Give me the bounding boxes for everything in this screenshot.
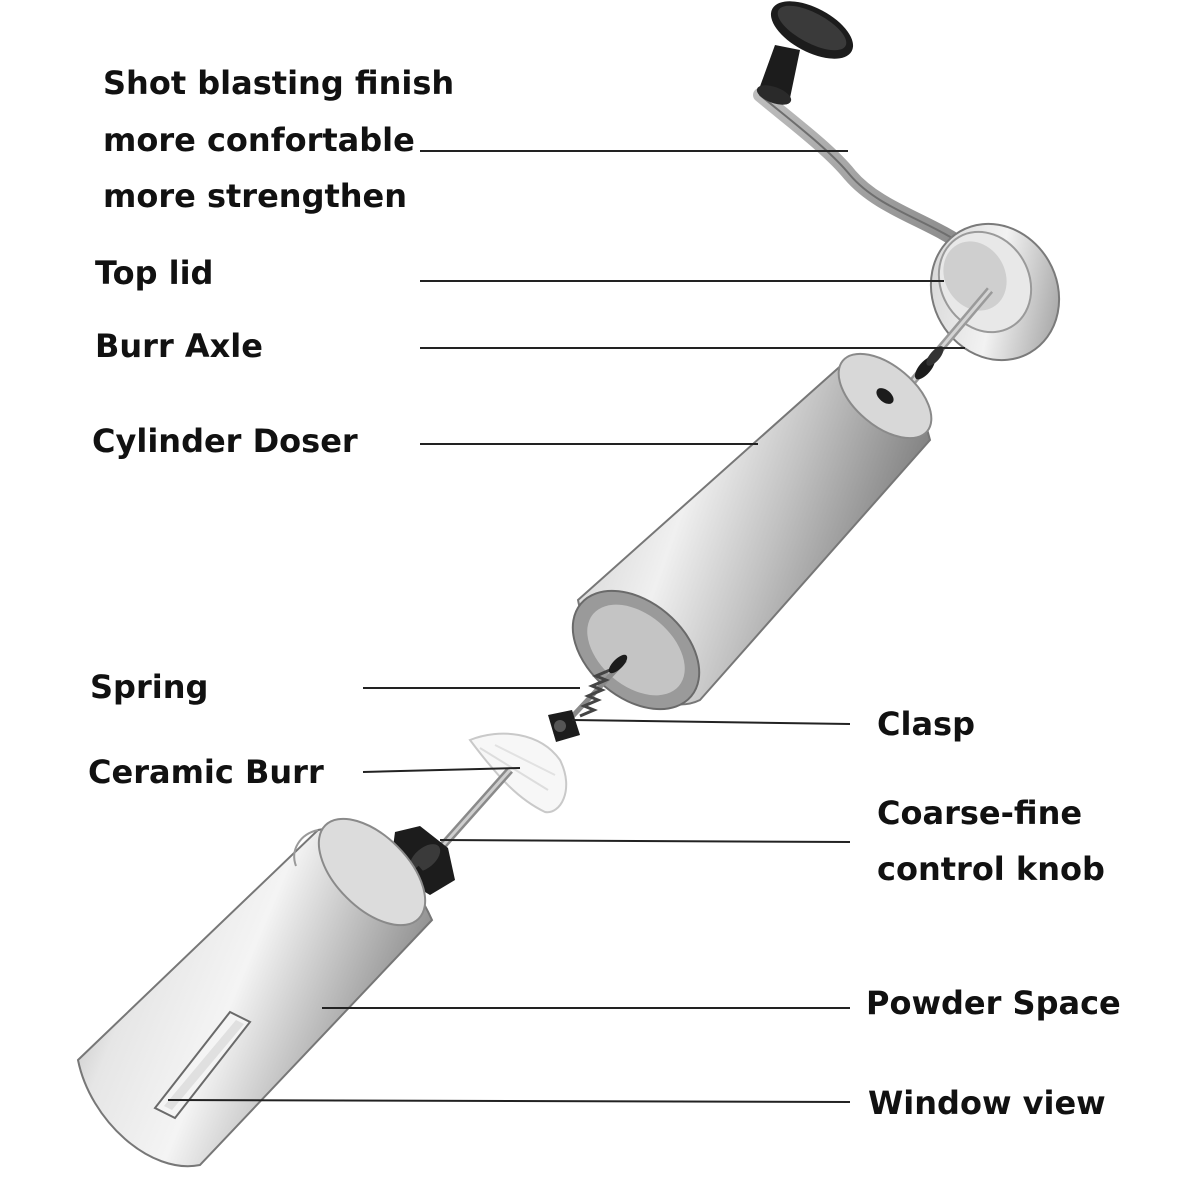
powder-space-label: Powder Space [866,984,1121,1022]
ceramic-burr-leader [362,767,521,773]
spring-label: Spring [90,668,209,706]
control-knob-label-line-2: control knob [877,850,1105,888]
handle-knob [756,1,854,105]
leader-lines [167,150,965,1103]
window-view [153,1010,252,1120]
clasp-leader [571,719,851,725]
window-view-leader [167,1099,851,1103]
handle-label-line-2: more confortable [103,121,415,159]
top-lid-label: Top lid [95,254,214,292]
handle-label-line-3: more strengthen [103,177,408,215]
ceramic-burr-label: Ceramic Burr [88,753,324,791]
window-view-label: Window view [868,1084,1106,1122]
knob-leader [439,839,851,843]
control-knob-label-line-1: Coarse-fine [877,794,1083,832]
handle-label-line-1: Shot blasting finish [103,64,455,102]
clasp [548,710,580,742]
crank-handle [753,88,977,257]
cylinder-doser-label: Cylinder Doser [92,422,358,460]
clasp-label: Clasp [877,705,975,743]
powder-space-cylinder [76,817,434,1168]
burr-axle-label: Burr Axle [95,327,263,365]
